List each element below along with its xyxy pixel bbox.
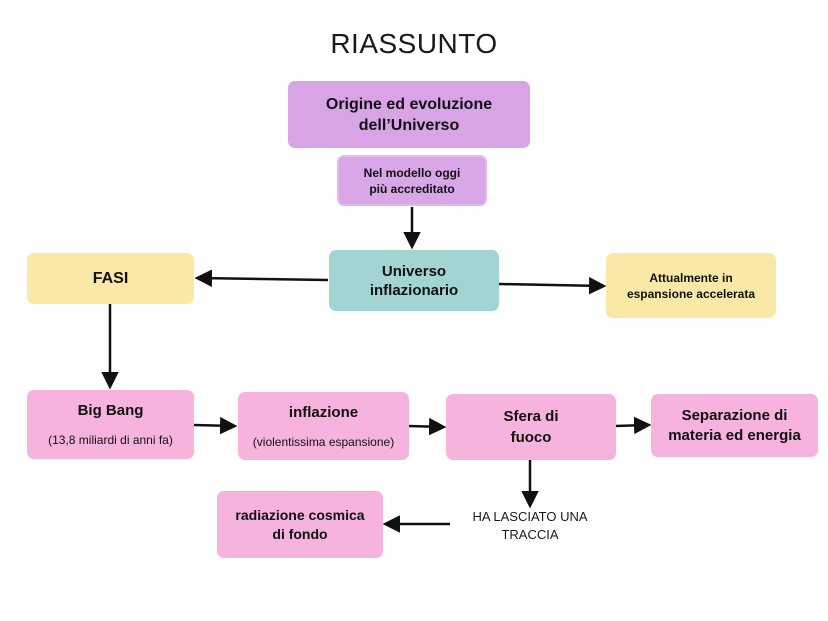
arrow-fireball-to-separation	[614, 416, 652, 435]
node-separation: Separazione di materia ed energia	[651, 394, 818, 457]
node-model: Nel modello oggi più accreditato	[337, 155, 487, 206]
trace-text-line1: HA LASCIATO UNA	[472, 509, 588, 524]
node-origin-line1: Origine ed evoluzione	[325, 95, 493, 113]
node-inflationary-line1: Universo	[381, 262, 447, 280]
node-inflation-note: (violentissima espansione)	[252, 434, 395, 449]
node-model-line2: più accreditato	[369, 181, 455, 196]
node-phases: FASI	[27, 253, 194, 304]
node-fireball: Sfera di fuoco	[446, 394, 616, 460]
arrow-inflationary-to-currently	[498, 276, 607, 295]
node-currently: Attualmente in espansione accelerata	[606, 253, 776, 318]
diagram-title: RIASSUNTO	[330, 28, 498, 59]
node-radiation-line1: radiazione cosmica	[235, 506, 365, 523]
node-origin-line2: dell’Universo	[358, 116, 460, 134]
arrow-inflation-to-fireball	[408, 417, 447, 436]
trace-text: HA LASCIATO UNA TRACCIA	[455, 508, 605, 544]
node-radiation-line2: di fondo	[272, 525, 328, 542]
node-separation-line1: Separazione di	[681, 406, 788, 424]
node-fireball-line1: Sfera di	[503, 408, 559, 425]
node-separation-line2: materia ed energia	[668, 426, 801, 444]
node-inflationary-line2: inflazionario	[369, 281, 459, 299]
node-inflation: inflazione (violentissima espansione)	[238, 392, 409, 460]
arrow-bigbang-to-inflation	[193, 416, 238, 435]
node-bigbang: Big Bang (13,8 miliardi di anni fa)	[27, 390, 194, 459]
node-inflationary: Universo inflazionario	[329, 250, 499, 311]
node-model-line1: Nel modello oggi	[363, 165, 461, 180]
node-phases-label: FASI	[92, 269, 129, 287]
node-origin: Origine ed evoluzione dell’Universo	[288, 81, 530, 148]
node-inflation-label: inflazione	[288, 403, 359, 421]
node-currently-line2: espansione accelerata	[626, 286, 756, 301]
node-bigbang-label: Big Bang	[77, 402, 144, 419]
node-fireball-line2: fuoco	[510, 429, 552, 446]
arrow-inflationary-to-phases	[194, 269, 329, 287]
node-radiation: radiazione cosmica di fondo	[217, 491, 383, 558]
trace-text-line2: TRACCIA	[501, 527, 559, 542]
node-currently-line1: Attualmente in	[649, 270, 733, 285]
node-bigbang-note: (13,8 miliardi di anni fa)	[48, 433, 173, 447]
